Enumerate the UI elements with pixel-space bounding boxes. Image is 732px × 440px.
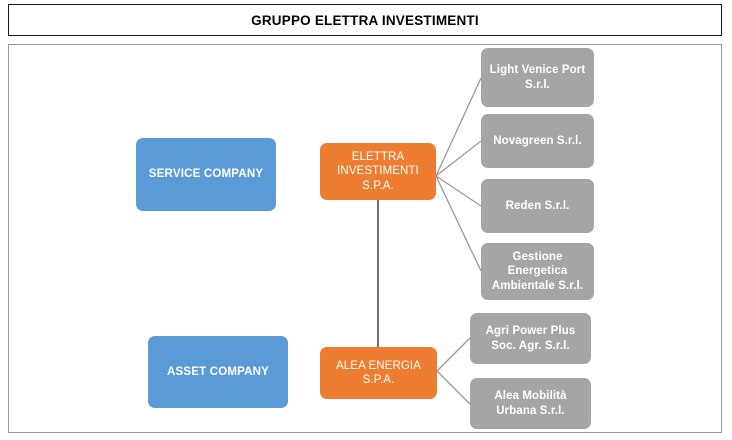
node-novagreen[interactable]: Novagreen S.r.l. — [481, 114, 594, 168]
node-agri-power-plus[interactable]: Agri Power Plus Soc. Agr. S.r.l. — [470, 313, 591, 364]
chart-title-box: GRUPPO ELETTRA INVESTIMENTI — [8, 4, 722, 36]
node-alea-mobilita-urbana[interactable]: Alea Mobilità Urbana S.r.l. — [470, 378, 591, 429]
node-light-venice-port[interactable]: Light Venice Port S.r.l. — [481, 48, 594, 107]
node-elettra-investimenti[interactable]: ELETTRA INVESTIMENTI S.P.A. — [320, 143, 436, 200]
node-service-company[interactable]: SERVICE COMPANY — [136, 138, 276, 211]
node-asset-company[interactable]: ASSET COMPANY — [148, 336, 288, 408]
node-gestione-energetica-ambientale[interactable]: Gestione Energetica Ambientale S.r.l. — [481, 243, 594, 300]
node-alea-energia[interactable]: ALEA ENERGIA S.P.A. — [320, 347, 437, 399]
node-reden[interactable]: Reden S.r.l. — [481, 179, 594, 233]
page-title: GRUPPO ELETTRA INVESTIMENTI — [251, 12, 479, 28]
